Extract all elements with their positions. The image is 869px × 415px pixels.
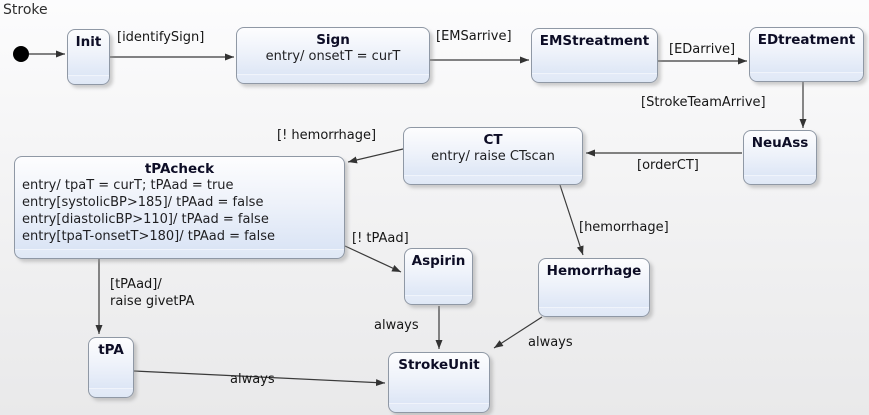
- transition-label-tpaad[interactable]: [tPAad]/ raise givetPA: [110, 276, 194, 310]
- state-init[interactable]: Init: [67, 29, 110, 85]
- transition-guard: [tPAad]/: [110, 277, 162, 292]
- transition-label-order-ct[interactable]: [orderCT]: [637, 158, 699, 173]
- state-ct[interactable]: CT entry/ raise CTscan: [403, 127, 583, 185]
- transition-tpa-to-strokeunit[interactable]: [133, 370, 386, 387]
- state-name: EMStreatment: [539, 33, 650, 49]
- state-name: Hemorrhage: [546, 263, 642, 279]
- transition-label-not-tpaad[interactable]: [! tPAad]: [352, 231, 409, 246]
- state-entry-action: entry[tpaT-onsetT>180]/ tPAad = false: [22, 229, 276, 244]
- transition-label-hemorrhage[interactable]: [hemorrhage]: [579, 220, 669, 235]
- state-sign[interactable]: Sign entry/ onsetT = curT: [236, 27, 430, 84]
- state-entry-action: entry/ onsetT = curT: [265, 49, 401, 64]
- transition-label-stroke-team-arrive[interactable]: [StrokeTeamArrive]: [641, 95, 766, 110]
- state-neuass[interactable]: NeuAss: [743, 130, 817, 185]
- state-name: Aspirin: [411, 253, 466, 269]
- state-name: tPA: [98, 342, 124, 358]
- state-tpacheck[interactable]: tPAcheck entry/ tpaT = curT; tPAad = tru…: [14, 156, 345, 259]
- region-label: Stroke: [3, 2, 48, 18]
- state-entry-action: entry[systolicBP>185]/ tPAad = false: [22, 195, 264, 210]
- state-name: Sign: [316, 32, 350, 48]
- transition-label-ems-arrive[interactable]: [EMSarrive]: [436, 29, 512, 44]
- state-entry-action: entry/ tpaT = curT; tPAad = true: [22, 178, 234, 193]
- state-tpa[interactable]: tPA: [88, 337, 134, 398]
- state-name: NeuAss: [751, 135, 809, 151]
- transition-tpacheck-to-aspirin[interactable]: [344, 245, 402, 273]
- state-entry-action: entry[diastolicBP>110]/ tPAad = false: [22, 212, 269, 227]
- state-name: EDtreatment: [757, 32, 856, 48]
- transition-label-ed-arrive[interactable]: [EDarrive]: [669, 42, 736, 57]
- state-entry-action: entry/ raise CTscan: [431, 149, 555, 164]
- transition-label-identify-sign[interactable]: [identifySign]: [117, 30, 205, 45]
- transition-label-always-aspirin[interactable]: always: [374, 318, 419, 333]
- state-hemorrhage[interactable]: Hemorrhage: [538, 258, 650, 317]
- state-name: CT: [483, 132, 503, 148]
- state-edtreatment[interactable]: EDtreatment: [749, 27, 864, 82]
- transition-label-always-hemorrhage[interactable]: always: [528, 335, 573, 350]
- transition-hemorrhage-to-strokeunit[interactable]: [493, 316, 543, 349]
- state-emstreatment[interactable]: EMStreatment: [531, 28, 658, 83]
- state-name: tPAcheck: [144, 161, 215, 177]
- transition-label-always-tpa[interactable]: always: [230, 372, 275, 387]
- initial-state-dot[interactable]: [13, 46, 29, 62]
- transition-label-not-hemorrhage[interactable]: [! hemorrhage]: [277, 128, 377, 143]
- transition-action: raise givetPA: [110, 294, 195, 309]
- state-name: StrokeUnit: [398, 357, 480, 373]
- state-aspirin[interactable]: Aspirin: [404, 248, 473, 305]
- state-strokeunit[interactable]: StrokeUnit: [388, 352, 490, 413]
- transition-ct-to-tpacheck[interactable]: [347, 148, 404, 164]
- state-name: Init: [75, 34, 102, 50]
- transition-ct-to-hemorrhage[interactable]: [559, 184, 584, 256]
